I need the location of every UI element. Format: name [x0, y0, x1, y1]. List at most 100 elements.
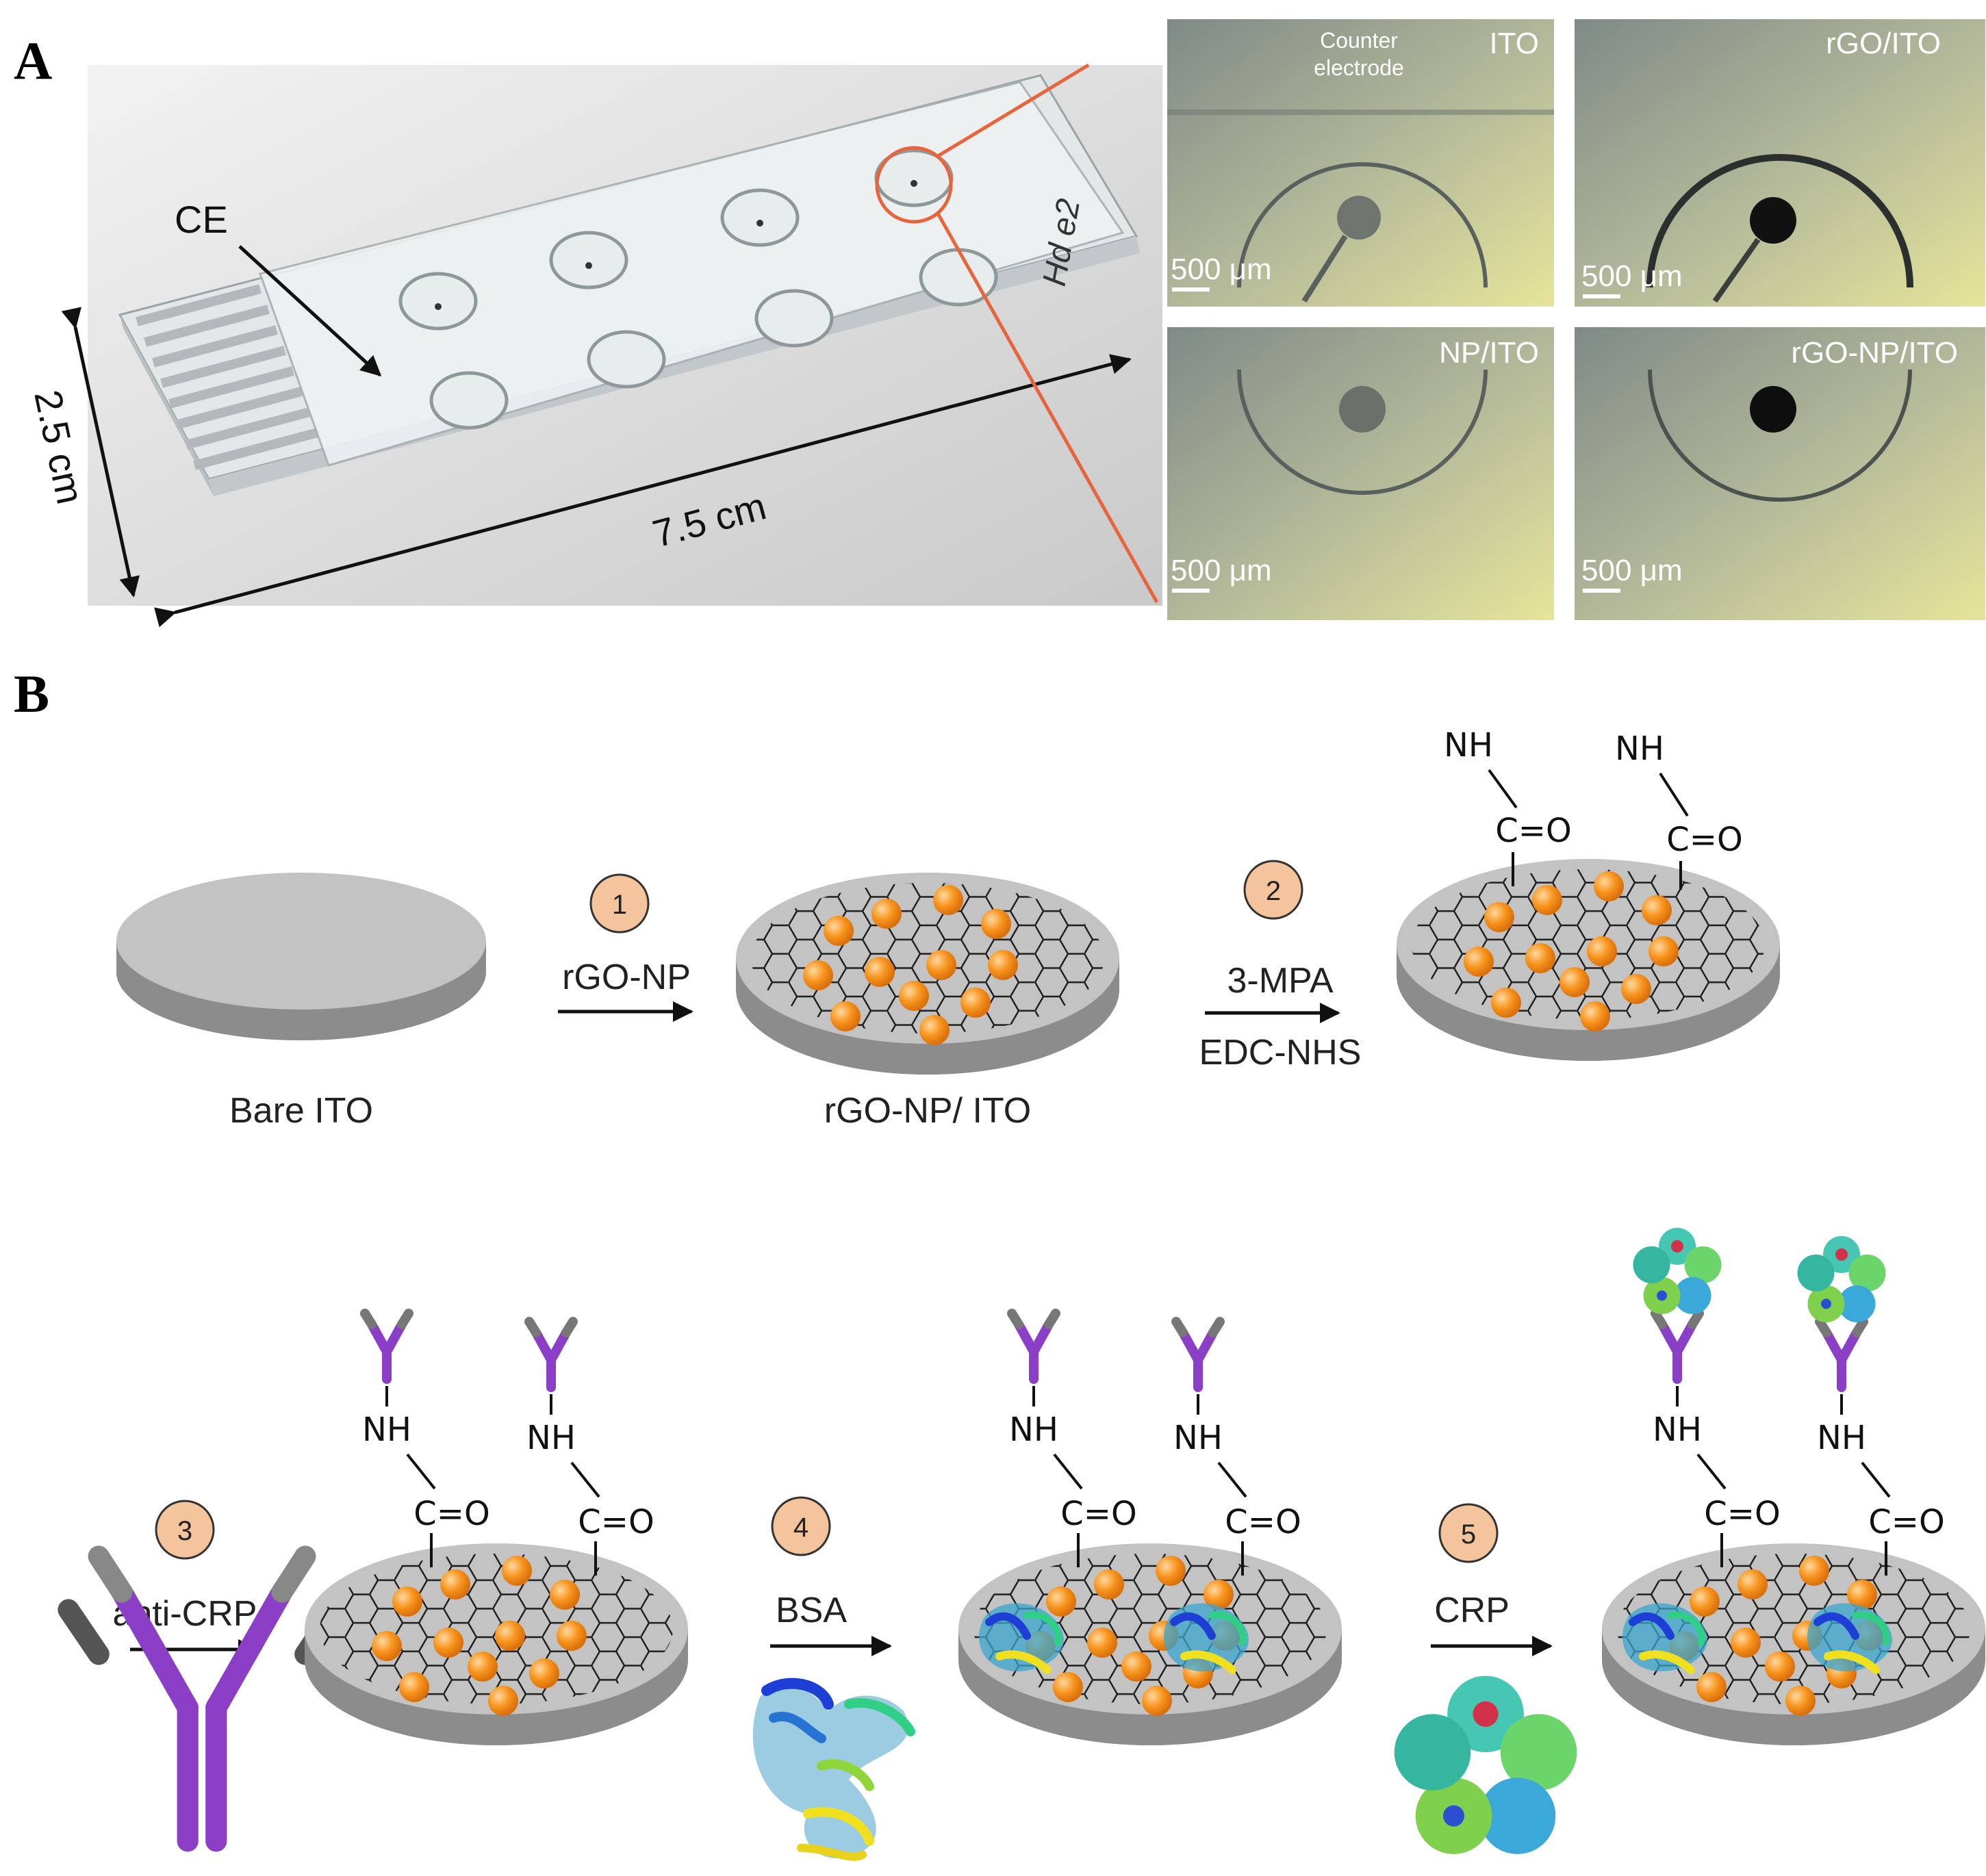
nanoparticle [1204, 1580, 1234, 1610]
nanoparticles-disc-5 [1026, 1556, 1240, 1716]
nanoparticles-disc-4 [372, 1556, 587, 1716]
nanoparticle [1648, 936, 1679, 966]
step-4-num: 4 [793, 1513, 809, 1543]
nanoparticle [1642, 895, 1672, 925]
nanoparticle [1046, 1586, 1076, 1617]
micrograph-rgo-np-ito: rGO-NP/ITO 500 μm [1575, 327, 1985, 620]
micrograph-title: rGO-NP/ITO [1791, 336, 1958, 370]
callout-circle [875, 146, 953, 224]
nanoparticle [824, 916, 854, 946]
nanoparticle [1690, 1586, 1720, 1617]
antibody-disc [305, 1543, 688, 1745]
panel-a-label: A [14, 31, 52, 90]
rgo-np-ito-label: rGO-NP/ ITO [824, 1091, 1031, 1131]
nh-label: NH [1817, 1419, 1866, 1457]
nanoparticle [1525, 943, 1555, 973]
width-arrow [61, 307, 140, 598]
nh-label: NH [1009, 1411, 1058, 1449]
step-4-circle [771, 1496, 831, 1556]
nanoparticle [1731, 1628, 1761, 1658]
crp-protein [1797, 1236, 1886, 1322]
nanoparticle [988, 950, 1018, 980]
bare-ito-label: Bare ITO [229, 1091, 373, 1131]
nanoparticle [1464, 947, 1494, 977]
bsa-protein [1164, 1603, 1249, 1674]
nanoparticle [550, 1580, 580, 1610]
nanoparticle [1559, 967, 1590, 997]
activated-disc [1397, 859, 1780, 1061]
nanoparticle [399, 1672, 429, 1702]
nanoparticle [1799, 1556, 1829, 1586]
nanoparticle [433, 1628, 463, 1658]
width-label: 2.5 cm [26, 386, 92, 507]
step-1-reagent: rGO-NP [562, 958, 691, 997]
nanoparticles-disc-3 [1464, 871, 1679, 1031]
step-2-circle [1243, 860, 1303, 920]
chip-photo: Hd e2 CE 7.5 cm 2.5 cm [26, 65, 1162, 628]
linker-bond [1696, 1453, 1727, 1490]
nanoparticle [1594, 871, 1624, 901]
linker-bond [570, 1461, 600, 1498]
nanoparticle [557, 1621, 587, 1651]
scale-label: 500 μm [1581, 554, 1683, 587]
nanoparticle [899, 981, 929, 1011]
co-label: C=O [578, 1503, 654, 1541]
scale-label: 500 μm [1171, 554, 1272, 587]
nanoparticle [1532, 885, 1562, 915]
nanoparticle [1094, 1569, 1124, 1599]
bsa-protein [1807, 1603, 1892, 1674]
nanoparticle [1765, 1652, 1795, 1682]
callout-line-bottom [936, 212, 1159, 604]
nanoparticle [1847, 1580, 1877, 1610]
micrograph-title: ITO [1489, 27, 1539, 60]
nanoparticle [1491, 988, 1521, 1018]
nanoparticle [926, 950, 956, 980]
nanoparticle [1156, 1556, 1186, 1586]
nanoparticle [1142, 1686, 1172, 1716]
crp-disc [1602, 1543, 1985, 1745]
callout-line-top [937, 63, 1090, 158]
linker-bond [1217, 1461, 1247, 1498]
micrograph-rgo-ito: rGO/ITO 500 μm [1575, 19, 1985, 307]
step-1-num: 1 [612, 890, 627, 920]
nh-label: NH [362, 1411, 411, 1449]
co-label: C=O [1060, 1495, 1137, 1533]
nanoparticle [871, 899, 902, 929]
step-2-num: 2 [1266, 876, 1281, 906]
antibody [1176, 1322, 1220, 1387]
bsa-protein-icon [752, 1678, 915, 1861]
nanoparticle [803, 960, 833, 990]
nanoparticle [1587, 936, 1617, 966]
nanoparticle [1785, 1686, 1816, 1716]
bsa-protein [1622, 1603, 1707, 1674]
nanoparticle [502, 1556, 532, 1586]
scale-label: 500 μm [1171, 253, 1272, 286]
nanoparticle [1737, 1569, 1768, 1599]
micrograph-title: NP/ITO [1439, 336, 1539, 370]
rgo-np-ito-disc [736, 873, 1119, 1075]
co-label: C=O [1868, 1503, 1945, 1541]
crp-protein [1633, 1228, 1722, 1314]
co-label: C=O [1666, 821, 1743, 859]
nanoparticle [468, 1652, 498, 1682]
nanoparticle [1121, 1652, 1151, 1682]
linker-bond [1053, 1453, 1083, 1490]
nh-label: NH [1653, 1411, 1702, 1449]
nanoparticle [830, 1001, 861, 1031]
step-4-reagent: BSA [776, 1591, 847, 1630]
panel-b-label: B [14, 664, 49, 723]
antibody [529, 1322, 573, 1387]
nanoparticle [919, 1015, 950, 1045]
nanoparticle [960, 988, 991, 1018]
nanoparticle [865, 957, 895, 987]
nanoparticle [1053, 1672, 1083, 1702]
linker-bond [1861, 1461, 1891, 1498]
nanoparticle [933, 885, 963, 915]
co-label: C=O [413, 1495, 490, 1533]
